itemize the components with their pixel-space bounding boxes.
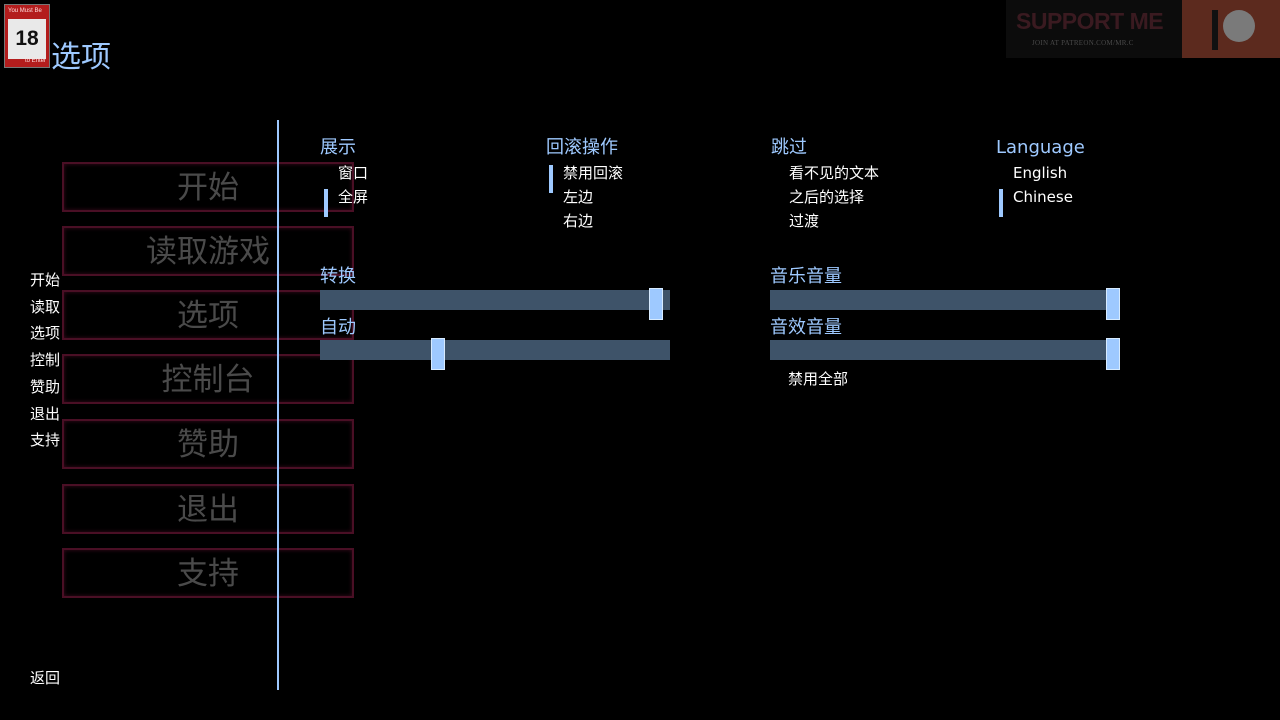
badge-number: 18 bbox=[8, 19, 46, 59]
nav-item-load[interactable]: 读取 bbox=[30, 298, 61, 316]
mute-all-button[interactable]: 禁用全部 bbox=[788, 370, 849, 388]
bg-menu-console: 控制台 bbox=[62, 354, 354, 404]
patreon-logo-button[interactable] bbox=[1182, 0, 1280, 58]
nav-item-sponsor[interactable]: 赞助 bbox=[30, 378, 61, 396]
language-option-english[interactable]: English bbox=[1013, 164, 1068, 182]
text-speed-slider-thumb[interactable] bbox=[649, 288, 663, 320]
sound-volume-slider-thumb[interactable] bbox=[1106, 338, 1120, 370]
text-speed-label: 转换 bbox=[320, 266, 356, 287]
bg-menu-start: 开始 bbox=[62, 162, 354, 212]
rollback-label: 回滚操作 bbox=[546, 137, 618, 158]
display-label: 展示 bbox=[320, 137, 356, 158]
nav-item-quit[interactable]: 退出 bbox=[30, 405, 61, 423]
nav-item-support[interactable]: 支持 bbox=[30, 431, 61, 449]
skip-option-after-choices[interactable]: 之后的选择 bbox=[789, 188, 865, 206]
bg-menu-sponsor: 赞助 bbox=[62, 419, 354, 469]
bg-menu-support: 支持 bbox=[62, 548, 354, 598]
display-selected-marker bbox=[324, 189, 328, 217]
bg-menu-options: 选项 bbox=[62, 290, 354, 340]
music-volume-label: 音乐音量 bbox=[770, 266, 842, 287]
language-option-chinese[interactable]: Chinese bbox=[1013, 188, 1073, 206]
rollback-option-left[interactable]: 左边 bbox=[563, 188, 594, 206]
rollback-option-right[interactable]: 右边 bbox=[563, 212, 594, 230]
display-option-window[interactable]: 窗口 bbox=[338, 164, 369, 182]
music-volume-slider[interactable] bbox=[770, 288, 1120, 320]
bg-menu-quit: 退出 bbox=[62, 484, 354, 534]
display-option-fullscreen[interactable]: 全屏 bbox=[338, 188, 369, 206]
auto-forward-label: 自动 bbox=[320, 317, 356, 338]
support-title: SUPPORT ME bbox=[1016, 8, 1164, 34]
support-subtitle: JOIN AT PATREON.COM/MR.C bbox=[1032, 39, 1134, 47]
text-speed-slider[interactable] bbox=[320, 288, 670, 320]
nav-divider bbox=[277, 120, 279, 690]
rollback-selected-marker bbox=[549, 165, 553, 193]
language-label: Language bbox=[996, 137, 1085, 158]
sound-volume-label: 音效音量 bbox=[770, 317, 842, 338]
music-volume-slider-thumb[interactable] bbox=[1106, 288, 1120, 320]
rollback-option-disable[interactable]: 禁用回滚 bbox=[563, 164, 624, 182]
skip-option-unseen[interactable]: 看不见的文本 bbox=[789, 164, 880, 182]
skip-label: 跳过 bbox=[771, 137, 807, 158]
age-rating-badge: You Must Be 18 to Enter bbox=[4, 4, 50, 68]
nav-item-options[interactable]: 选项 bbox=[30, 324, 61, 342]
bg-menu-load: 读取游戏 bbox=[62, 226, 354, 276]
badge-top-text: You Must Be bbox=[8, 8, 42, 14]
page-title: 选项 bbox=[51, 40, 111, 75]
back-button[interactable]: 返回 bbox=[30, 669, 61, 687]
skip-option-transitions[interactable]: 过渡 bbox=[789, 212, 820, 230]
support-banner[interactable]: SUPPORT ME JOIN AT PATREON.COM/MR.C bbox=[1006, 0, 1182, 58]
sound-volume-slider[interactable] bbox=[770, 338, 1120, 370]
auto-forward-slider[interactable] bbox=[320, 338, 670, 370]
patreon-icon-circle bbox=[1223, 10, 1255, 42]
patreon-icon-bar bbox=[1212, 10, 1218, 50]
badge-bottom-text: to Enter bbox=[24, 58, 46, 64]
nav-item-start[interactable]: 开始 bbox=[30, 271, 61, 289]
language-selected-marker bbox=[999, 189, 1003, 217]
nav-item-console[interactable]: 控制 bbox=[30, 351, 61, 369]
auto-forward-slider-thumb[interactable] bbox=[431, 338, 445, 370]
